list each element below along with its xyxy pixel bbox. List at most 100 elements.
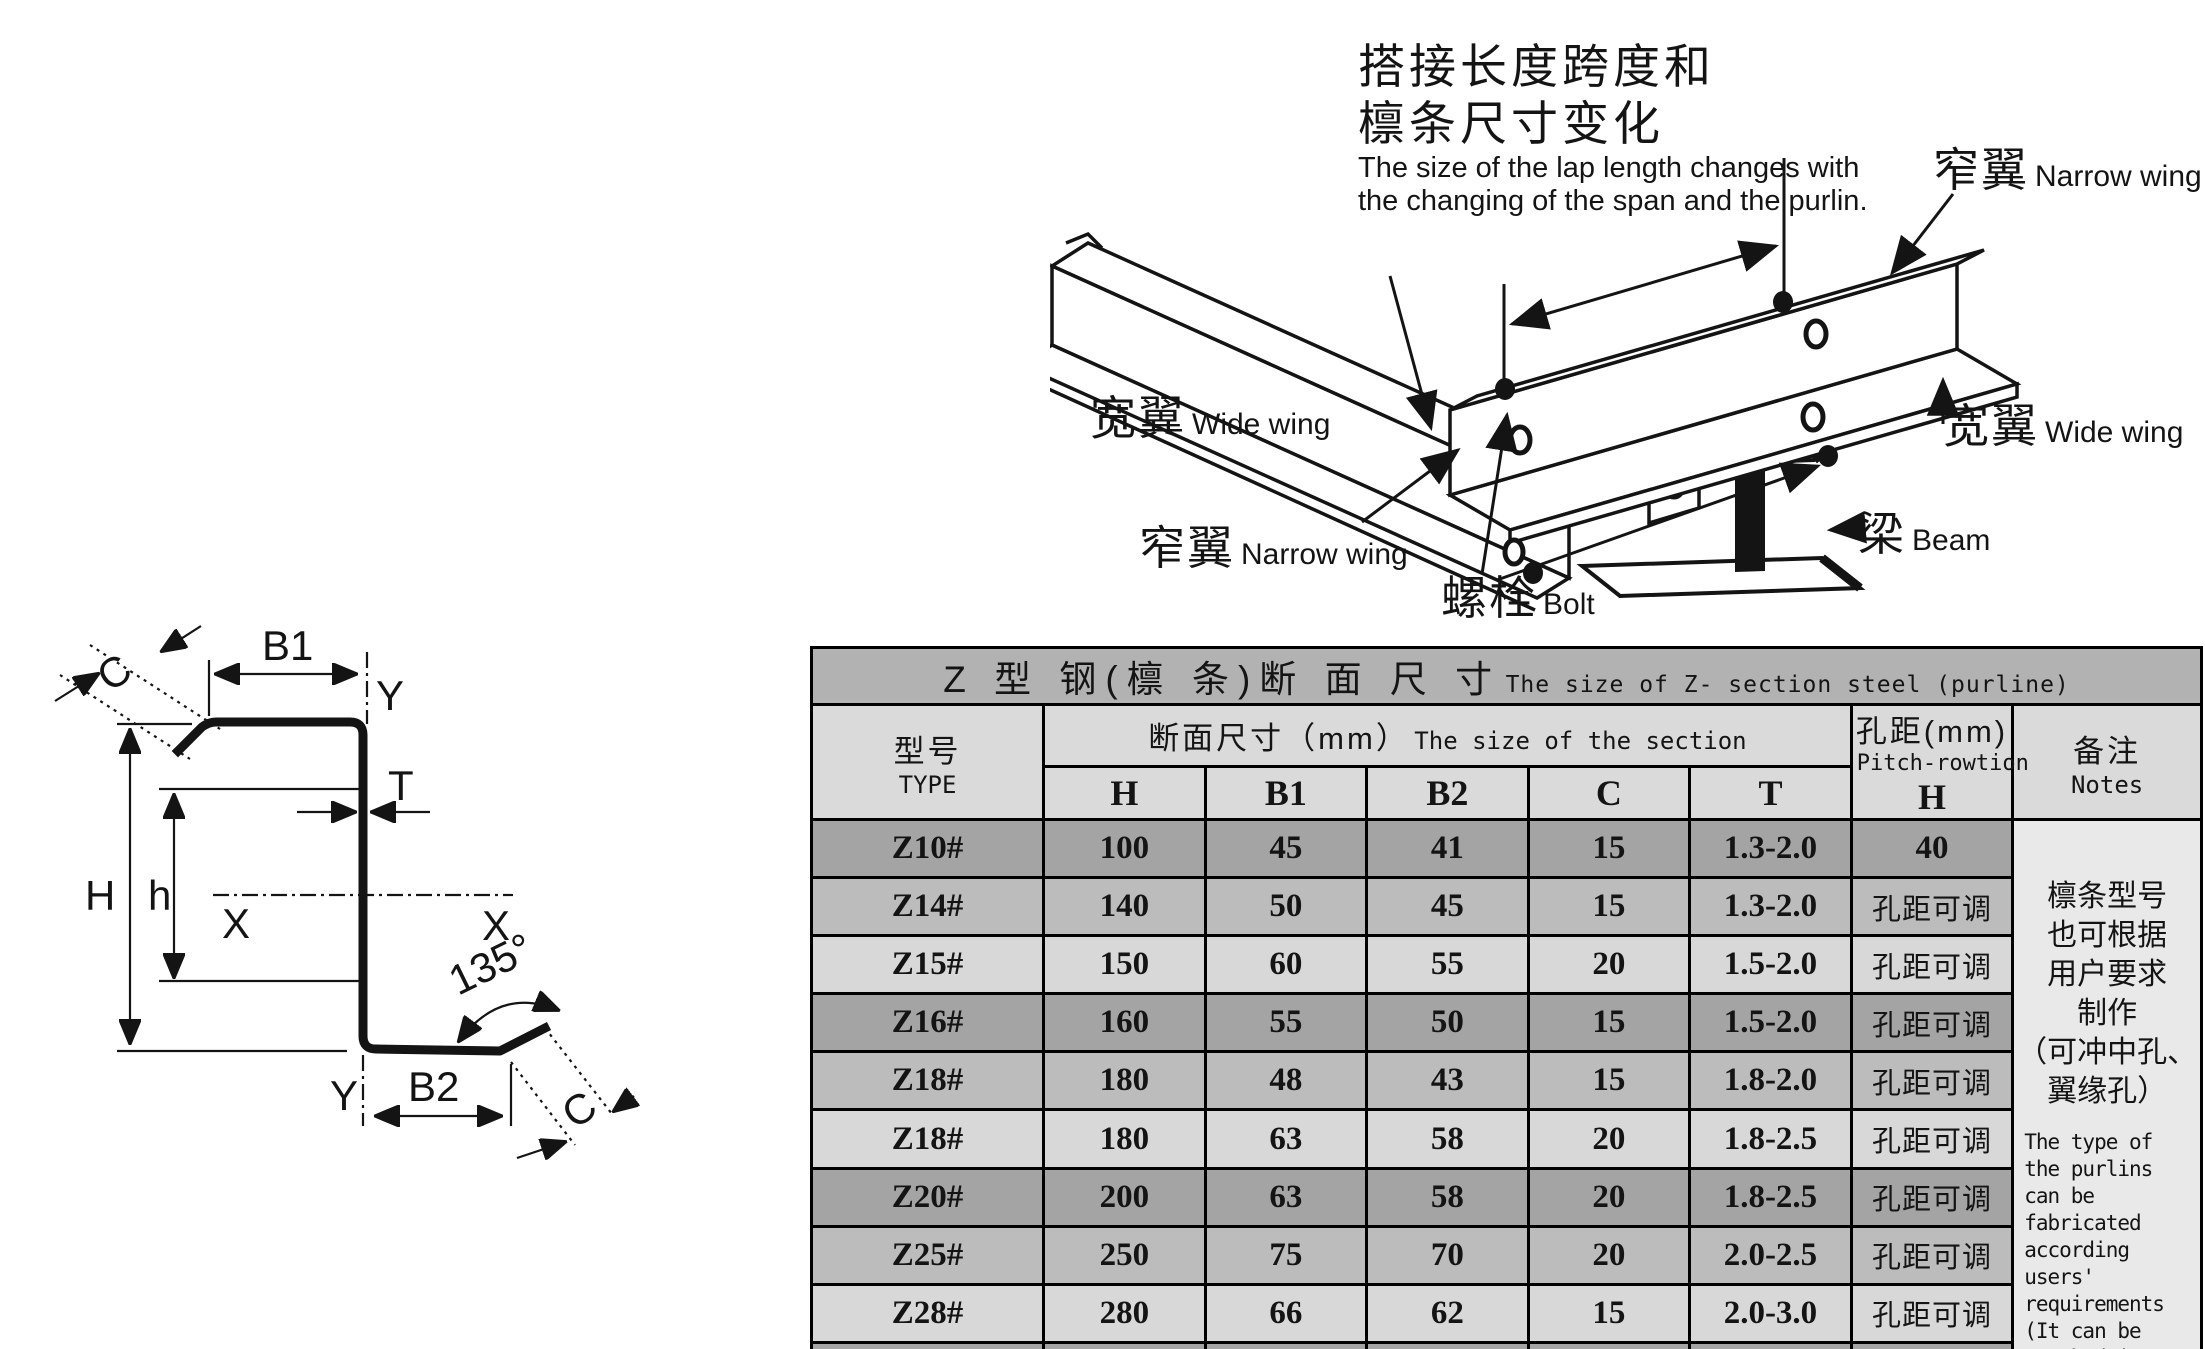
- col-type-en: TYPE: [898, 770, 957, 799]
- cell-t: 1.5-2.0: [1688, 934, 1853, 996]
- cell-t: 1.3-2.0: [1688, 817, 1853, 880]
- cell-b2: 50: [1365, 992, 1530, 1054]
- cell-t: 1.8-2.5: [1688, 1108, 1853, 1170]
- notes-body-cell: 檩条型号 也可根据 用户要求 制作 （可冲中孔、 翼缘孔） The type o…: [2011, 818, 2203, 1349]
- cell-c: 20: [1526, 1166, 1692, 1228]
- cell-b2: 72: [1365, 1340, 1530, 1349]
- col-header-notes: 备注 Notes: [2011, 703, 2203, 821]
- cell-t: 1.5-2.0: [1688, 992, 1853, 1054]
- cell-b1: 63: [1203, 1108, 1369, 1170]
- label-y-bottom: Y: [330, 1072, 358, 1119]
- notes-zh-line: 用户要求: [2047, 958, 2168, 991]
- leader-bolt-1: [1480, 411, 1518, 575]
- notes-en-line: according: [2024, 1238, 2130, 1262]
- table-row: Z28# 280 66 62 15 2.0-3.0 孔距可调: [809, 1282, 2202, 1344]
- notes-en-line: fabricated: [2024, 1211, 2141, 1235]
- cell-b1: 66: [1203, 1282, 1369, 1344]
- narrow-wing-left-en: Narrow wing: [1241, 538, 1408, 571]
- cell-h: 280: [1042, 1282, 1207, 1344]
- table-header-row-1: 型号 TYPE 断面尺寸（mm） The size of the section…: [809, 703, 2203, 821]
- notes-header-zh: 备注: [2073, 733, 2142, 769]
- cell-t: 2.5-3.0: [1688, 1340, 1853, 1349]
- col-type-zh: 型号: [893, 733, 962, 769]
- cell-b2: 55: [1365, 934, 1530, 996]
- cell-type: Z14#: [809, 876, 1046, 938]
- table-title: Z 型 钢(檩 条)断 面 尺 寸 The size of Z- section…: [810, 646, 2203, 706]
- leader-bolt-2: [1496, 462, 1822, 582]
- right-purlin: [1445, 248, 2022, 546]
- notes-header-en: Notes: [2070, 770, 2144, 799]
- lap-dimension: [1361, 158, 1960, 582]
- notes-en-line: (It can be: [2024, 1319, 2141, 1343]
- notes-zh-line: 檩条型号: [2047, 880, 2168, 913]
- col-header-b1: B1: [1203, 764, 1369, 822]
- cell-pitch: 孔距可调: [1849, 1340, 2015, 1349]
- notes-zh-line: 翼缘孔）: [2047, 1075, 2168, 1108]
- group-header-en: The size of the section: [1414, 726, 1747, 755]
- label-c-bottom: C: [553, 1081, 605, 1137]
- col-header-t: T: [1688, 764, 1853, 822]
- narrow-wing-left-zh: 窄翼: [1139, 522, 1235, 574]
- cell-b2: 41: [1365, 817, 1530, 880]
- notes-en-line: the purlins: [2024, 1157, 2153, 1181]
- bolt-en: Bolt: [1543, 588, 1595, 621]
- cell-pitch: 孔距可调: [1849, 1282, 2015, 1344]
- bolt-zh: 螺栓: [1441, 572, 1537, 624]
- z-section-drawing: C B1 Y T H h X X 135° Y B2 C: [54, 622, 670, 1349]
- cell-pitch: 孔距可调: [1849, 1224, 2015, 1286]
- col-header-h: H: [1042, 764, 1207, 822]
- cell-type: Z16#: [809, 992, 1046, 1054]
- col-header-pitch: 孔距(mm) Pitch-rowtion H: [1849, 703, 2029, 821]
- cell-h: 250: [1042, 1224, 1207, 1286]
- cell-h: 200: [1042, 1166, 1207, 1228]
- notes-en-line: The type of: [2024, 1130, 2153, 1154]
- cell-type: Z18#: [809, 1108, 1046, 1170]
- col-header-b2: B2: [1365, 764, 1530, 822]
- label-y-top: Y: [376, 672, 404, 719]
- col-header-type: 型号 TYPE: [809, 703, 1046, 821]
- cell-b1: 45: [1203, 817, 1369, 880]
- pitch-header-en: Pitch-rowtion: [1856, 751, 2029, 776]
- label-t: T: [388, 762, 414, 809]
- cell-h: 300: [1042, 1340, 1207, 1349]
- cell-b2: 45: [1365, 876, 1530, 938]
- cell-type: Z25#: [809, 1224, 1046, 1286]
- label-h-inner: h: [148, 872, 171, 919]
- label-b2: B2: [408, 1063, 459, 1110]
- cell-c: 15: [1526, 876, 1692, 938]
- leader-beam: [1826, 511, 1867, 544]
- z-profile: [171, 717, 552, 1056]
- table-header-row-2: H B1 B2 C T: [812, 764, 2202, 822]
- group-header-zh: 断面尺寸（mm）: [1148, 720, 1410, 756]
- beam-zh: 梁: [1858, 508, 1906, 560]
- cell-h: 180: [1042, 1050, 1207, 1112]
- leader-narrow-wing-top: [1890, 193, 1955, 276]
- cell-type: Z10#: [809, 817, 1046, 880]
- cell-c: 20: [1526, 1224, 1692, 1286]
- wide-wing-right-en: Wide wing: [2045, 416, 2184, 449]
- table-title-en: The size of Z- section steel (purline): [1505, 672, 2070, 698]
- wide-wing-left-en: Wide wing: [1192, 408, 1331, 441]
- cell-c: 15: [1526, 1050, 1692, 1112]
- table-row: Z25# 250 75 70 20 2.0-2.5 孔距可调: [809, 1224, 2202, 1286]
- cell-b1: 48: [1203, 1050, 1369, 1112]
- cell-pitch: 孔距可调: [1849, 1050, 2015, 1112]
- cell-pitch: 孔距可调: [1849, 1108, 2015, 1170]
- cell-pitch: 孔距可调: [1849, 934, 2015, 996]
- col-header-c: C: [1526, 764, 1692, 822]
- cell-pitch: 孔距可调: [1849, 1166, 2015, 1228]
- cell-b2: 43: [1365, 1050, 1530, 1112]
- table-row: Z10# 100 45 41 15 1.3-2.0 40 檩条型号 也可根据 用…: [809, 817, 2203, 1349]
- left-purlin-end-lip: [1065, 231, 1104, 250]
- cell-type: Z28#: [809, 1282, 1046, 1344]
- cell-type: Z18#: [809, 1050, 1046, 1112]
- table-title-row: Z 型 钢(檩 条)断 面 尺 寸 The size of Z- section…: [810, 646, 2203, 706]
- narrow-wing-top-zh: 窄翼: [1933, 144, 2029, 196]
- table-row: Z16# 160 55 50 15 1.5-2.0 孔距可调: [809, 992, 2202, 1054]
- table-row: Z20# 200 63 58 20 1.8-2.5 孔距可调: [809, 1166, 2202, 1228]
- notes-en-line: users': [2024, 1265, 2095, 1289]
